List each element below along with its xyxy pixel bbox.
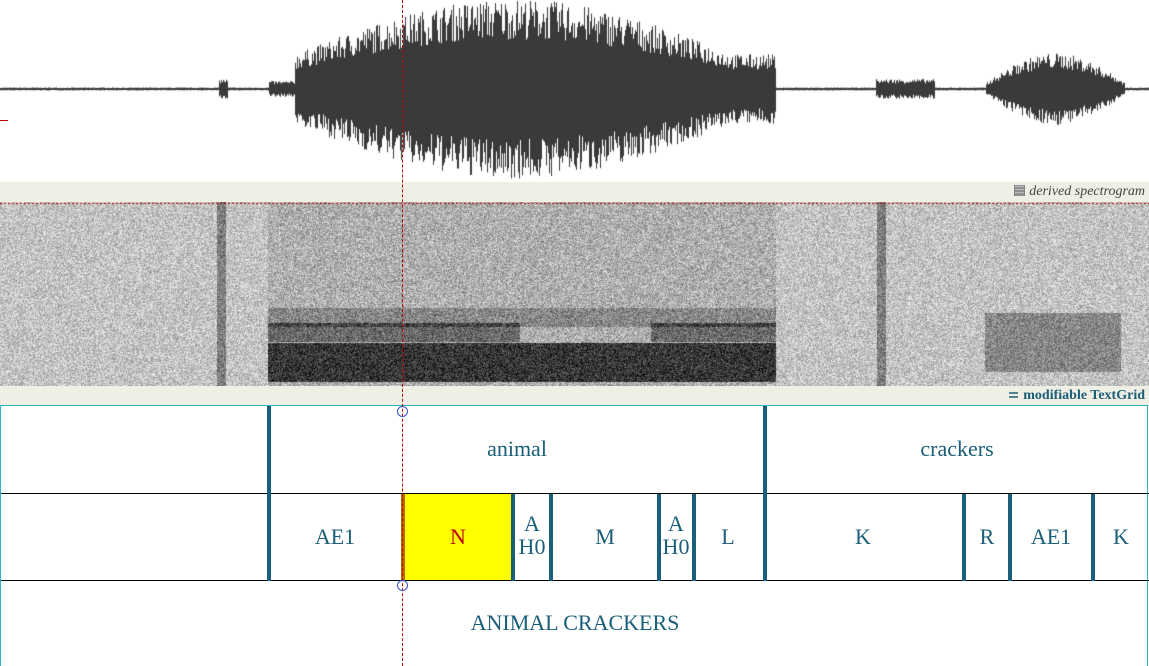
phone-interval-l[interactable]: L <box>721 524 735 549</box>
tier-separator <box>1 493 1149 494</box>
cursor-handle-bottom[interactable] <box>397 580 408 591</box>
phone-interval-k[interactable]: K <box>1113 524 1129 549</box>
interval-boundary[interactable] <box>763 406 767 581</box>
waveform-display[interactable] <box>0 0 1149 182</box>
textgrid-header: modifiable TextGrid <box>0 386 1149 406</box>
cursor-handle-top[interactable] <box>397 406 408 417</box>
interval-boundary-selected[interactable] <box>401 494 405 581</box>
textgrid-header-label: modifiable TextGrid <box>1008 388 1145 404</box>
phone-interval-m[interactable]: M <box>595 524 615 549</box>
interval-boundary[interactable] <box>692 494 696 581</box>
word-interval-crackers[interactable]: crackers <box>920 436 994 461</box>
interval-boundary[interactable] <box>1008 494 1012 581</box>
phone-interval-r[interactable]: R <box>979 524 995 549</box>
selected-interval-highlight[interactable] <box>403 494 513 580</box>
phone-interval-n[interactable]: N <box>450 524 466 549</box>
time-cursor[interactable] <box>402 0 403 666</box>
spectrogram-display[interactable] <box>0 202 1149 386</box>
textgrid-panel[interactable]: animal crackers AE1 N A H0 M A H0 L K R … <box>0 405 1149 666</box>
spectrogram-header-label: derived spectrogram <box>1014 184 1145 200</box>
phone-interval-ah0[interactable]: A H0 <box>518 511 546 559</box>
spectrogram-header-text: derived spectrogram <box>1029 184 1145 199</box>
interval-boundary[interactable] <box>511 494 515 581</box>
interval-boundary[interactable] <box>549 494 553 581</box>
interval-boundary[interactable] <box>267 406 271 581</box>
phone-interval-k[interactable]: K <box>855 524 871 549</box>
spectrogram-header: derived spectrogram <box>0 182 1149 203</box>
spectrogram-icon <box>1014 185 1026 196</box>
phone-interval-ah0[interactable]: A H0 <box>662 511 690 559</box>
phone-interval-ae1[interactable]: AE1 <box>1030 524 1072 549</box>
utterance-interval[interactable]: ANIMAL CRACKERS <box>470 610 680 635</box>
textgrid-header-text: modifiable TextGrid <box>1023 388 1145 403</box>
interval-boundary[interactable] <box>1091 494 1095 581</box>
interval-boundary[interactable] <box>657 494 661 581</box>
word-interval-animal[interactable]: animal <box>487 436 547 461</box>
phone-interval-ae1[interactable]: AE1 <box>314 524 356 549</box>
tier-separator <box>1 580 1149 581</box>
amplitude-marker <box>0 120 8 121</box>
textgrid-icon <box>1009 392 1019 398</box>
interval-boundary[interactable] <box>962 494 966 581</box>
